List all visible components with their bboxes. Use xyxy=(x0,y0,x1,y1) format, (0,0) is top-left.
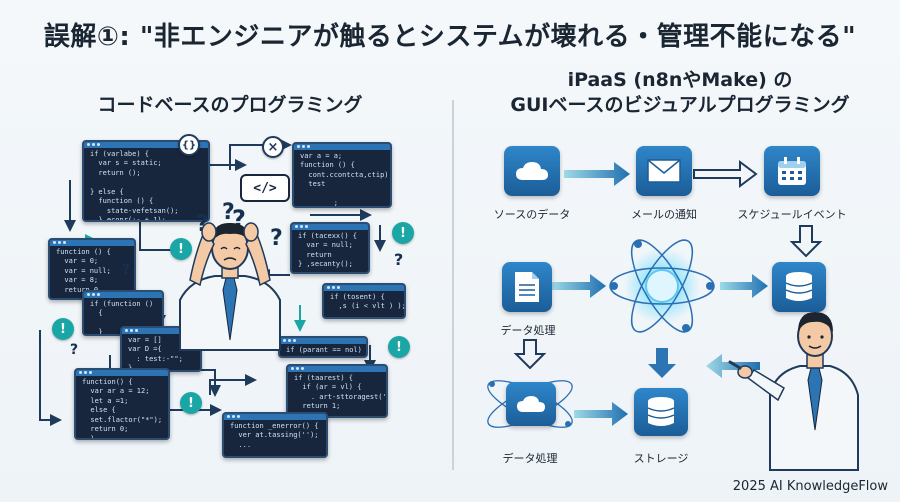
code-text: var a = a; function () { cont.ccontcta,c… xyxy=(300,152,392,208)
code-text: function() { var ar a = 12; let a =1; el… xyxy=(82,378,163,440)
code-text: function () { var = 0; var = null; var =… xyxy=(56,248,111,294)
code-window-8: if (parant == nol) xyxy=(278,336,368,358)
mail-label: メールの通知 xyxy=(631,208,697,221)
code-window-9: function() { var ar a = 12; let a =1; el… xyxy=(74,368,170,440)
code-text: if (taarest) { if (ar = vl) { . art-stto… xyxy=(294,374,387,411)
code-text: if (tacexx() { var = null; return } ,sec… xyxy=(298,232,358,269)
section-divider xyxy=(452,100,454,470)
cloud-icon xyxy=(517,396,545,412)
database-icon xyxy=(647,397,675,426)
storage-node xyxy=(634,388,688,436)
close-icon: × xyxy=(262,136,284,158)
data-process-label-1: データ処理 xyxy=(500,324,556,337)
data-process-node-1 xyxy=(502,262,552,312)
code-tag-icon: </> xyxy=(240,174,290,202)
alert-icon: ! xyxy=(392,222,414,244)
right-heading: iPaaS (n8nやMake) の GUIベースのビジュアルプログラミング xyxy=(470,68,890,117)
arrow xyxy=(574,402,628,426)
arrow xyxy=(693,160,758,188)
code-text: if (function () { } xyxy=(90,300,154,336)
alert-icon: ! xyxy=(170,238,192,260)
left-heading: コードベースのプログラミング xyxy=(97,94,363,116)
copyright-footer: 2025 AI KnowledgeFlow xyxy=(732,479,888,494)
mail-icon xyxy=(647,159,681,183)
right-heading-line2: GUIベースのビジュアルプログラミング xyxy=(510,93,850,116)
data-process-node-2 xyxy=(506,382,556,426)
arrow xyxy=(720,274,768,298)
question-mark-icon: ? xyxy=(222,200,235,225)
page-title: 誤解①: "非エンジニアが触るとシステムが壊れる・管理不能になる" xyxy=(43,22,857,52)
arrow xyxy=(789,225,823,258)
code-window-3: function () { var = 0; var = null; var =… xyxy=(48,238,136,300)
code-window-6: if (tacexx() { var = null; return } ,sec… xyxy=(290,222,370,274)
source-data-node xyxy=(504,146,560,196)
code-text: function _enerror() { ver at.tassing('')… xyxy=(230,422,319,449)
source-data-label: ソースのデータ xyxy=(493,208,571,221)
arrow xyxy=(564,162,630,186)
arrow xyxy=(552,274,606,298)
code-text: var = [] var D ={ : test:-""; } xyxy=(128,336,183,370)
alert-icon: ! xyxy=(52,318,74,340)
question-mark-icon: ? xyxy=(270,226,283,251)
code-text: if (parant == nol) xyxy=(286,346,362,354)
question-mark-icon: ? xyxy=(70,342,79,358)
database-icon xyxy=(785,272,813,301)
arrow xyxy=(513,339,547,370)
code-tag-label: </> xyxy=(253,180,277,196)
code-window-10: if (taarest) { if (ar = vl) { . art-stto… xyxy=(286,364,388,418)
data-process-label-2: データ処理 xyxy=(502,452,558,465)
arrow xyxy=(706,354,760,378)
schedule-node xyxy=(764,146,820,196)
mail-node xyxy=(636,146,692,196)
braces-icon: {} xyxy=(178,134,200,156)
code-window-11: function _enerror() { ver at.tassing('')… xyxy=(222,412,328,458)
alert-icon: ! xyxy=(388,336,410,358)
arrow xyxy=(648,348,676,378)
code-window-2: var a = a; function () { cont.ccontcta,c… xyxy=(292,142,392,208)
cloud-icon xyxy=(516,162,548,180)
right-heading-line1: iPaaS (n8nやMake) の xyxy=(567,69,793,91)
schedule-label: スケジュールイベント xyxy=(737,208,847,221)
automation-core-icon xyxy=(609,239,715,333)
code-text: if (varlabe) { var s = static; return ()… xyxy=(90,150,179,222)
code-window-7: if (tosent) { ,s (i < vlt ) ); xyxy=(322,283,406,319)
storage-label: ストレージ xyxy=(633,452,689,465)
database-node xyxy=(772,262,826,312)
question-mark-icon: ? xyxy=(122,262,131,278)
question-mark-icon: ? xyxy=(394,250,404,269)
alert-icon: ! xyxy=(180,392,202,414)
document-icon xyxy=(515,272,539,302)
calendar-icon xyxy=(778,157,806,185)
